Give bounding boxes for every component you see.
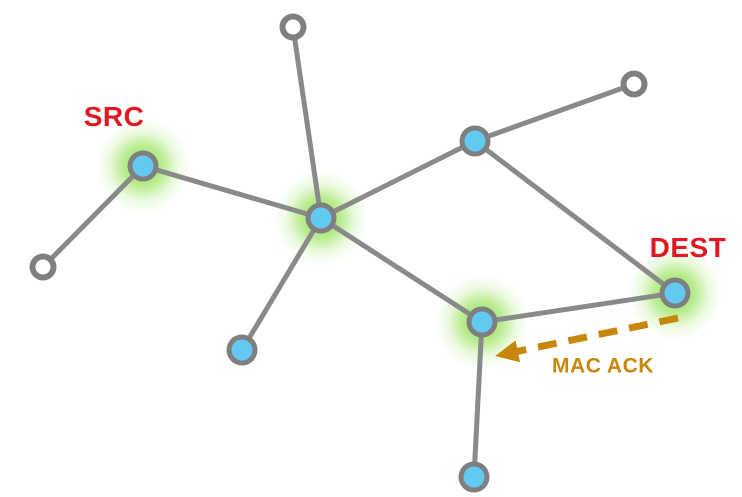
src-label: SRC — [83, 101, 145, 132]
edge-hub-relay-upper — [319, 138, 477, 221]
node-dest — [664, 282, 686, 304]
edge-top-hub — [290, 26, 324, 219]
node-top-right — [626, 76, 642, 92]
node-top — [285, 19, 301, 35]
node-left — [35, 259, 51, 275]
edge-hub-relay-lower — [319, 215, 484, 325]
dest-label: DEST — [649, 232, 727, 263]
node-bottom — [463, 466, 485, 488]
edge-relay-lower-dest — [481, 290, 676, 325]
edge-relay-lower-bottom — [471, 321, 485, 478]
node-bottom-left — [231, 339, 253, 361]
node-src — [132, 155, 154, 177]
edge-src-left — [41, 164, 145, 269]
node-relay-upper — [464, 130, 486, 152]
edge-hub-bottom-left — [239, 216, 324, 352]
node-hub — [310, 207, 332, 229]
edge-relay-upper-dest — [473, 139, 677, 295]
edge-relay-upper-top-right — [474, 81, 635, 144]
mac-ack-label: MAC ACK — [552, 354, 654, 378]
node-relay-lower — [471, 311, 493, 333]
edge-src-hub — [142, 163, 322, 221]
